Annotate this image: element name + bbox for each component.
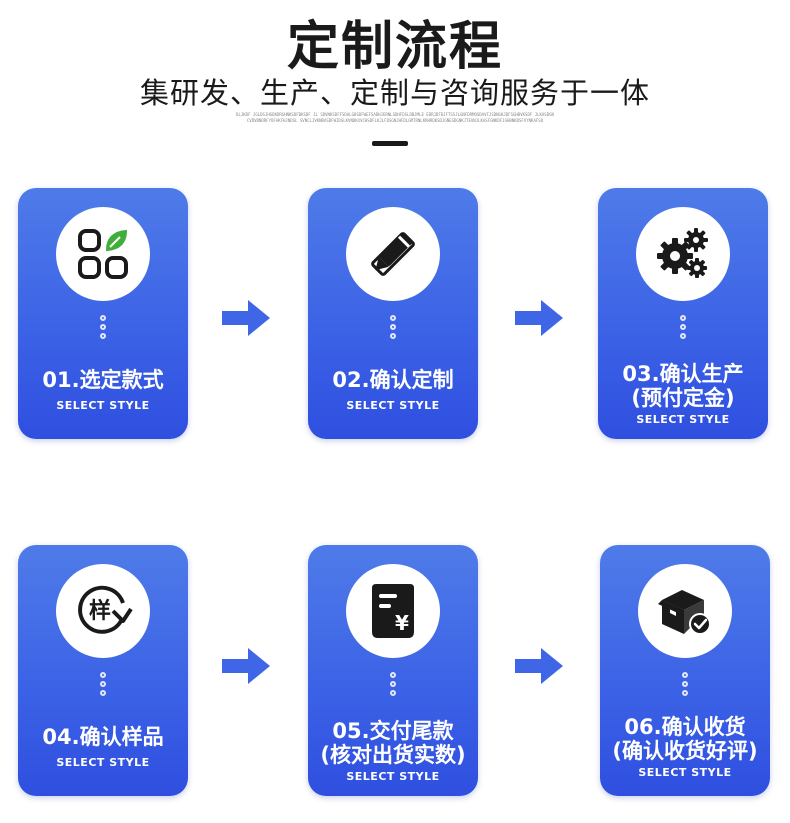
- step-title: 05.交付尾款: [332, 719, 454, 743]
- arrow-right-icon: [515, 300, 563, 336]
- box-check-icon: [658, 590, 711, 635]
- arrow-right-icon: [515, 648, 563, 684]
- step-dots: [390, 672, 396, 699]
- step-card-04: 样 04.确认样品 SELECT STYLE: [18, 545, 188, 796]
- step-title: 02.确认定制: [332, 368, 454, 392]
- step-title: 03.确认生产: [622, 362, 744, 386]
- step-title: 04.确认样品: [42, 725, 164, 749]
- arrow-right-icon: [222, 648, 270, 684]
- step-title-note: (确认收货好评): [612, 739, 758, 763]
- pencil-ruler-icon: [371, 232, 415, 276]
- page-subtitle: 集研发、生产、定制与咨询服务于一体: [139, 76, 650, 110]
- step-icon-circle: [56, 207, 150, 301]
- receipt-yen-icon: ¥: [372, 584, 414, 638]
- step-subtitle: SELECT STYLE: [636, 413, 730, 426]
- arrow-right-icon: [222, 300, 270, 336]
- step-icon-circle: [346, 207, 440, 301]
- four-squares-icon: [78, 229, 128, 279]
- step-dots: [100, 315, 106, 342]
- step-icon-circle: [638, 564, 732, 658]
- page-title: 定制流程: [286, 17, 503, 77]
- step-dots: [100, 672, 106, 699]
- step-subtitle: SELECT STYLE: [346, 770, 440, 783]
- step-card-06: 06.确认收货 (确认收货好评) SELECT STYLE: [600, 545, 770, 796]
- step-card-02: 02.确认定制 SELECT STYLE: [308, 188, 478, 439]
- step-subtitle: SELECT STYLE: [638, 766, 732, 779]
- step-dots: [680, 315, 686, 342]
- sample-glyph: 样: [89, 598, 111, 624]
- fine-print: DLJKDF JGLDSJHGDKDRGHNKSDFBKSDF JL SDVNK…: [236, 112, 554, 123]
- step-title-note: (预付定金): [631, 386, 735, 410]
- step-subtitle: SELECT STYLE: [346, 399, 440, 412]
- step-icon-circle: [636, 207, 730, 301]
- gears-icon: [657, 228, 708, 278]
- step-dots: [390, 315, 396, 342]
- sample-refresh-icon: 样: [78, 585, 133, 634]
- step-card-03: 03.确认生产 (预付定金) SELECT STYLE: [598, 188, 768, 439]
- step-subtitle: SELECT STYLE: [56, 399, 150, 412]
- yen-glyph: ¥: [395, 611, 409, 635]
- step-icon-circle: ¥: [346, 564, 440, 658]
- step-subtitle: SELECT STYLE: [56, 756, 150, 769]
- step-title-note: (核对出货实数): [320, 743, 466, 767]
- step-dots: [682, 672, 688, 699]
- step-card-01: 01.选定款式 SELECT STYLE: [18, 188, 188, 439]
- step-card-05: ¥ 05.交付尾款 (核对出货实数) SELECT STYLE: [308, 545, 478, 796]
- title-divider: [372, 141, 408, 146]
- step-title: 06.确认收货: [624, 715, 746, 739]
- step-icon-circle: 样: [56, 564, 150, 658]
- step-title: 01.选定款式: [42, 368, 164, 392]
